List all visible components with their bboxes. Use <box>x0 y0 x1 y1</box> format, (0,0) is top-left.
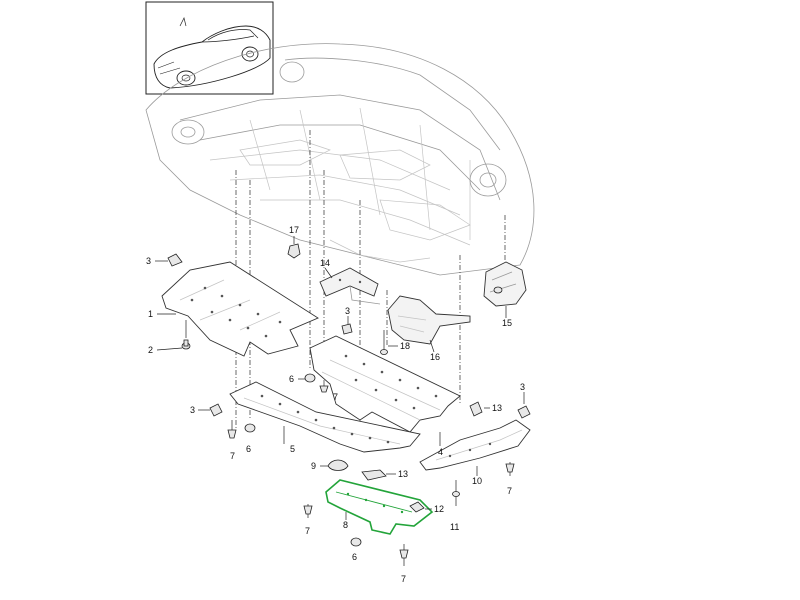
callout-13: 13 <box>398 469 408 479</box>
callout-18: 18 <box>400 341 410 351</box>
callout-7: 7 <box>305 526 310 536</box>
vehicle-thumbnail <box>145 1 274 95</box>
callout-3: 3 <box>345 306 350 316</box>
part-3-clip-a[interactable] <box>167 253 183 267</box>
part-13-bracket-b[interactable] <box>361 469 387 481</box>
part-6-nut-c[interactable] <box>350 537 362 547</box>
part-10-rear-underbody-panel[interactable] <box>419 419 531 471</box>
callout-5: 5 <box>290 444 295 454</box>
callout-12: 12 <box>434 504 444 514</box>
part-16-cover[interactable] <box>387 295 471 345</box>
part-6-nut-b[interactable] <box>244 423 256 433</box>
part-7-stud-d[interactable] <box>303 504 313 518</box>
callout-7: 7 <box>230 451 235 461</box>
part-7-stud-e[interactable] <box>399 544 409 566</box>
callout-6: 6 <box>246 444 251 454</box>
part-3-clip-d[interactable] <box>517 405 531 419</box>
callout-4: 4 <box>438 447 443 457</box>
part-13-clip-a[interactable] <box>469 401 483 417</box>
part-17-clip[interactable] <box>287 243 301 259</box>
callout-leaders <box>155 236 525 520</box>
callout-3: 3 <box>190 405 195 415</box>
callout-7: 7 <box>401 574 406 584</box>
part-8-rear-panel-highlighted[interactable] <box>325 479 434 535</box>
callout-labels: 3 1 2 17 14 15 16 18 3 6 7 3 7 6 5 4 3 1… <box>146 225 525 584</box>
part-9-clamp[interactable] <box>327 459 349 471</box>
part-5-side-underbody-panel[interactable] <box>229 381 421 453</box>
part-3-clip-c[interactable] <box>209 403 223 417</box>
part-2-bolt[interactable] <box>181 320 191 350</box>
part-7-stud-c[interactable] <box>505 462 515 476</box>
callout-1: 1 <box>148 309 153 319</box>
part-7-stud-a[interactable] <box>319 385 329 393</box>
part-18-bolt[interactable] <box>380 330 388 355</box>
callout-6: 6 <box>352 552 357 562</box>
part-14-bracket[interactable] <box>319 267 381 305</box>
callout-6: 6 <box>289 374 294 384</box>
callout-2: 2 <box>148 345 153 355</box>
callout-8: 8 <box>343 520 348 530</box>
callout-3: 3 <box>146 256 151 266</box>
callout-17: 17 <box>289 225 299 235</box>
callout-7: 7 <box>333 392 338 402</box>
part-12-clip[interactable] <box>409 501 425 513</box>
callout-13: 13 <box>492 403 502 413</box>
part-7-stud-b[interactable] <box>227 420 237 439</box>
part-1-front-underbody-panel[interactable] <box>161 261 319 357</box>
part-15-mount[interactable] <box>483 261 527 307</box>
part-11-bolt[interactable] <box>452 480 460 506</box>
callout-14: 14 <box>320 258 330 268</box>
callout-7: 7 <box>507 486 512 496</box>
callout-16: 16 <box>430 352 440 362</box>
callout-11: 11 <box>450 522 459 532</box>
vehicle-body-lineart <box>145 43 535 276</box>
callout-10: 10 <box>472 476 482 486</box>
callout-15: 15 <box>502 318 512 328</box>
callout-9: 9 <box>311 461 316 471</box>
part-3-clip-b[interactable] <box>341 323 353 335</box>
callout-3: 3 <box>520 382 525 392</box>
part-6-nut-a[interactable] <box>304 373 316 383</box>
